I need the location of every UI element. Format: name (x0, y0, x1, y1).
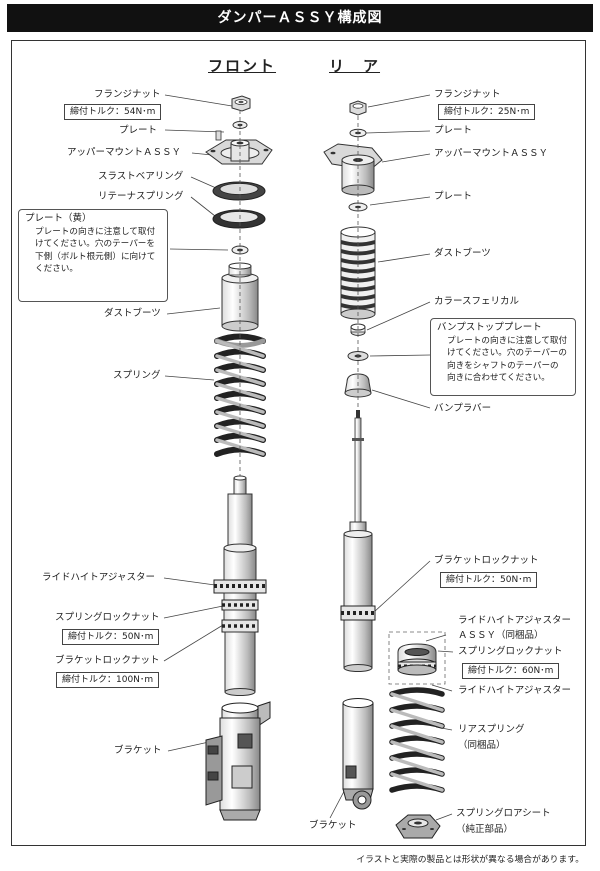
front-plate-note-line: プレートの向きに注意して取付 (35, 226, 156, 237)
front-plate-note-line: ください。 (35, 264, 78, 274)
rear-damper-body (340, 410, 376, 672)
front-bracket-lock-nut-label: ブラケットロックナット (55, 655, 160, 666)
front-flange-nut-torque: 締付トルク：54N･m (64, 104, 162, 120)
rear-ride-height-adjuster-assy-label-2: ＡＳＳＹ（同梱品） (458, 630, 544, 641)
rear-bump-stop-note-line: プレートの向きに注意して取付 (447, 335, 568, 346)
rear-spring-lower-seat-label: スプリングロアシート (456, 808, 551, 819)
rear-bracket-label: ブラケット (309, 820, 357, 831)
front-upper-mount-label: アッパーマウントＡＳＳＹ (67, 147, 182, 158)
rear-bump-stop-note-line: 向きに合わせてください。 (447, 373, 550, 383)
rear-flange-nut-torque: 締付トルク：25N･m (438, 104, 536, 120)
front-plate-label: プレート (119, 125, 158, 136)
rear-bracket-lock-nut-torque: 締付トルク：50N･m (440, 572, 538, 588)
rear-spring-lock-nut-torque: 締付トルク：60N･m (462, 663, 560, 679)
rear-assy-dashed-box (388, 631, 446, 685)
rear-ride-height-adjuster (397, 643, 437, 676)
front-retainer-spring-label: リテーナスプリング (98, 191, 184, 202)
rear-bump-stop-note-title: バンプストッププレート (437, 322, 542, 333)
front-spring (214, 333, 266, 457)
front-dust-boots-label: ダストブーツ (104, 308, 161, 319)
rear-bracket (342, 698, 374, 810)
rear-spring (389, 687, 445, 793)
front-thrust-bearing (212, 181, 266, 201)
rear-bump-stop-note-line: けてください。穴のテーパーの (447, 348, 567, 358)
rear-spring-lower-seat-label-2: （純正部品） (456, 824, 514, 835)
front-plate-note-title: プレート（黄） (25, 213, 92, 224)
front-flange-nut (231, 95, 251, 112)
rear-bump-stop-note-line: 向きをシャフトのテーパーの (447, 360, 559, 371)
rear-spring-lock-nut-label: スプリングロックナット (458, 646, 563, 657)
front-damper-body (213, 475, 267, 696)
rear-bump-stop-note: バンプストッププレート プレートの向きに注意して取付 けてください。穴のテーパー… (430, 318, 576, 396)
front-flange-nut-label: フランジナット (94, 89, 161, 100)
front-plate-note-line: けてください。穴のテーパーを (35, 239, 155, 249)
rear-bracket-lock-nut-label: ブラケットロックナット (434, 555, 539, 566)
rear-spring-label-2: （同梱品） (458, 740, 506, 751)
rear-spring-lower-seat (395, 814, 441, 839)
front-plate-note: プレート（黄） プレートの向きに注意して取付 けてください。穴のテーパーを 下側… (18, 209, 168, 302)
front-leader-lines (163, 94, 233, 752)
rear-upper-mount (323, 143, 383, 196)
rear-plate-label: プレート (434, 125, 473, 136)
rear-flange-nut-label: フランジナット (434, 89, 501, 100)
front-spring-label: スプリング (113, 370, 161, 381)
front-thrust-bearing-label: スラストベアリング (98, 171, 184, 182)
rear-flange-nut (349, 100, 367, 116)
front-bracket-lock-nut-torque: 締付トルク：100N･m (56, 672, 160, 688)
front-bracket-label: ブラケット (114, 745, 162, 756)
rear-upper-mount-label: アッパーマウントＡＳＳＹ (434, 148, 549, 159)
rear-collar-spherical-label: カラースフェリカル (434, 296, 520, 307)
rear-plate-2-label: プレート (434, 191, 473, 202)
rear-ride-height-adjuster-label: ライドハイトアジャスター (458, 685, 571, 696)
rear-ride-height-adjuster-assy-label: ライドハイトアジャスター (458, 615, 571, 626)
rear-heading: リ ア (329, 57, 381, 75)
front-heading: フロント (208, 57, 277, 75)
front-spring-lock-nut-label: スプリングロックナット (55, 612, 160, 623)
front-retainer-spring (212, 209, 266, 229)
front-spring-lock-nut-torque: 締付トルク：50N･m (62, 629, 160, 645)
front-ride-height-adjuster-label: ライドハイトアジャスター (42, 572, 155, 583)
footer-disclaimer: イラストと実際の製品とは形状が異なる場合があります。 (356, 855, 584, 865)
diagram-frame (11, 40, 586, 846)
front-plate-note-line: 下側（ボルト根元側）に向けて (35, 251, 156, 262)
rear-bump-rubber-label: バンプラバー (434, 403, 492, 414)
front-upper-mount (205, 130, 273, 165)
rear-spring-label: リアスプリング (458, 724, 525, 735)
rear-dust-boots-label: ダストブーツ (434, 248, 491, 259)
page-title: ダンパーＡＳＳＹ構成図 (7, 4, 593, 32)
front-bracket (205, 701, 271, 821)
